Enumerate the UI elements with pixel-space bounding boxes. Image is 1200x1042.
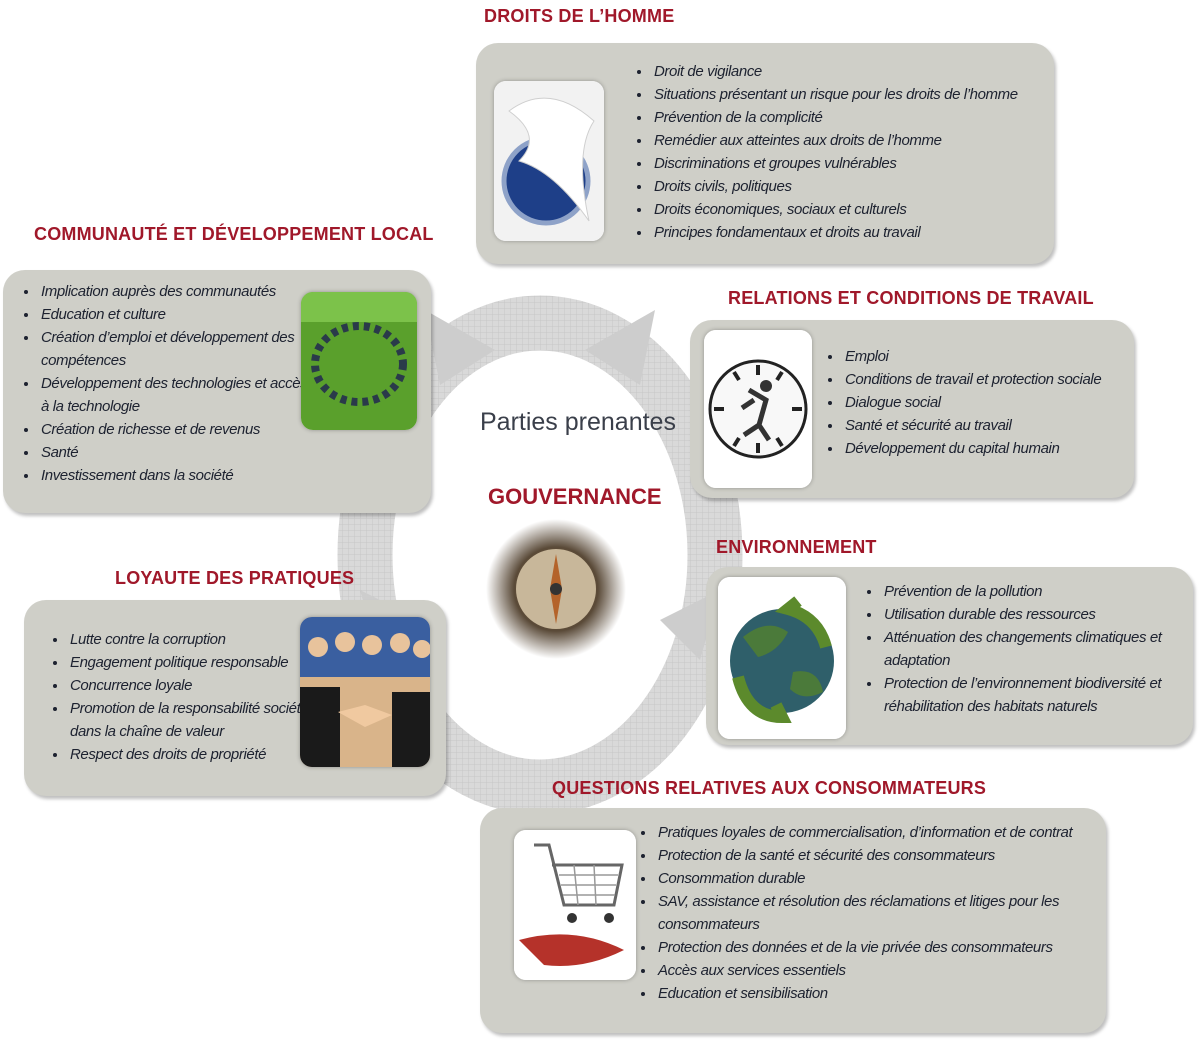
fair-practices-box: Lutte contre la corruption Engagement po… (24, 600, 446, 796)
list-item: Principes fondamentaux et droits au trav… (652, 221, 1062, 244)
governance-compass-image (486, 519, 626, 659)
list-item: Développement des technologies et accès … (39, 372, 311, 418)
list-item: Concurrence loyale (68, 674, 323, 697)
list-item: Emploi (843, 345, 1143, 368)
environment-box: Prévention de la pollution Utilisation d… (706, 567, 1193, 745)
list-item: Situations présentant un risque pour les… (652, 83, 1062, 106)
community-list: Implication auprès des communautés Educa… (23, 280, 311, 487)
list-item: Education et culture (39, 303, 311, 326)
list-item: Engagement politique responsable (68, 651, 323, 674)
list-item: Santé (39, 441, 311, 464)
community-box: Implication auprès des communautés Educa… (3, 270, 431, 513)
environment-list: Prévention de la pollution Utilisation d… (866, 580, 1197, 718)
list-item: Consommation durable (656, 867, 1106, 890)
fair-practices-handshake-image (300, 617, 430, 767)
labour-box: Emploi Conditions de travail et protecti… (690, 320, 1134, 498)
list-item: Atténuation des changements climatiques … (882, 626, 1197, 672)
community-circle-image (301, 292, 417, 430)
list-item: Protection de l’environnement biodiversi… (882, 672, 1197, 718)
consumers-cart-image (514, 830, 636, 980)
environment-title: ENVIRONNEMENT (716, 537, 877, 557)
list-item: Conditions de travail et protection soci… (843, 368, 1143, 391)
list-item: Création de richesse et de revenus (39, 418, 311, 441)
list-item: Respect des droits de propriété (68, 743, 323, 766)
list-item: Santé et sécurité au travail (843, 414, 1143, 437)
list-item: Développement du capital humain (843, 437, 1143, 460)
fair-practices-list: Lutte contre la corruption Engagement po… (52, 628, 323, 766)
consumers-list: Pratiques loyales de commercialisation, … (640, 821, 1106, 1005)
consumers-title: QUESTIONS RELATIVES AUX CONSOMMATEURS (552, 778, 987, 798)
list-item: Promotion de la responsabilité sociétale… (68, 697, 323, 743)
governance-label: GOUVERNANCE (488, 484, 662, 509)
stakeholders-label: Parties prenantes (480, 408, 676, 436)
list-item: Protection de la santé et sécurité des c… (656, 844, 1106, 867)
list-item: Lutte contre la corruption (68, 628, 323, 651)
labour-title: RELATIONS ET CONDITIONS DE TRAVAIL (728, 288, 1094, 308)
fair-practices-title: LOYAUTE DES PRATIQUES (115, 568, 355, 588)
list-item: SAV, assistance et résolution des réclam… (656, 890, 1106, 936)
list-item: Droits économiques, sociaux et culturels (652, 198, 1062, 221)
list-item: Investissement dans la société (39, 464, 311, 487)
list-item: Prévention de la pollution (882, 580, 1197, 603)
list-item: Implication auprès des communautés (39, 280, 311, 303)
human-rights-dove-image (494, 81, 604, 241)
list-item: Accès aux services essentiels (656, 959, 1106, 982)
list-item: Utilisation durable des ressources (882, 603, 1197, 626)
list-item: Dialogue social (843, 391, 1143, 414)
community-title: COMMUNAUTÉ ET DÉVELOPPEMENT LOCAL (34, 224, 434, 244)
human-rights-list: Droit de vigilance Situations présentant… (636, 60, 1062, 244)
list-item: Droit de vigilance (652, 60, 1062, 83)
consumers-box: Pratiques loyales de commercialisation, … (480, 808, 1106, 1033)
labour-list: Emploi Conditions de travail et protecti… (827, 345, 1143, 460)
cycle-arrows (337, 295, 743, 815)
list-item: Prévention de la complicité (652, 106, 1062, 129)
list-item: Pratiques loyales de commercialisation, … (656, 821, 1106, 844)
human-rights-box: Droit de vigilance Situations présentant… (476, 43, 1054, 264)
list-item: Discriminations et groupes vulnérables (652, 152, 1062, 175)
labour-clock-image (704, 330, 812, 488)
list-item: Création d’emploi et développement des c… (39, 326, 311, 372)
list-item: Protection des données et de la vie priv… (656, 936, 1106, 959)
environment-globe-image (718, 577, 846, 739)
list-item: Education et sensibilisation (656, 982, 1106, 1005)
human-rights-title: DROITS DE L’HOMME (484, 6, 675, 26)
list-item: Droits civils, politiques (652, 175, 1062, 198)
list-item: Remédier aux atteintes aux droits de l’h… (652, 129, 1062, 152)
